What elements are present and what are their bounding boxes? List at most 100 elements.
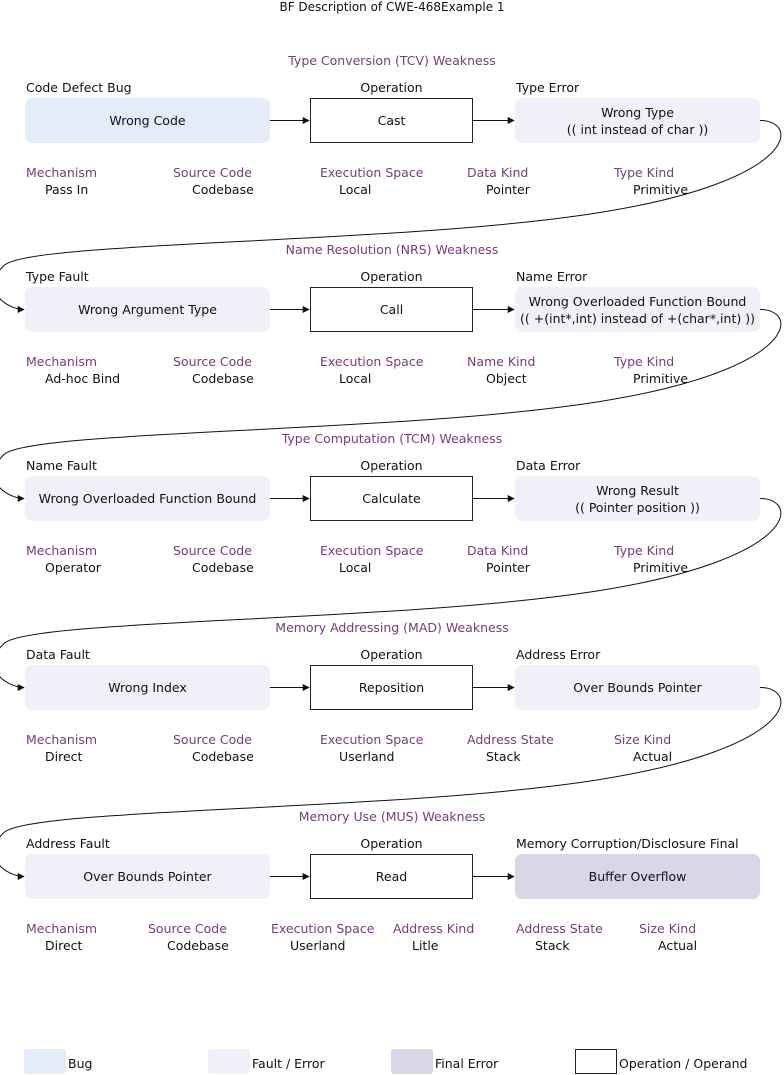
attribute-value: Pointer xyxy=(486,182,530,197)
cause-text: Wrong Code xyxy=(109,113,186,128)
result-detail: (( int instead of char )) xyxy=(566,121,709,137)
result-text: Buffer Overflow xyxy=(588,869,687,884)
attribute-label: Type Kind xyxy=(614,543,675,558)
attribute-label: Execution Space xyxy=(320,354,424,369)
attribute-value: Litle xyxy=(412,938,439,953)
attribute-value: Direct xyxy=(45,749,83,764)
attribute-value: Actual xyxy=(633,749,673,764)
cause-box: Wrong Code xyxy=(25,98,270,143)
attribute-label: Type Kind xyxy=(614,165,675,180)
operation-box: Read xyxy=(310,854,473,899)
cause-text: Wrong Overloaded Function Bound xyxy=(38,491,257,506)
attribute-value: Primitive xyxy=(633,371,689,386)
attribute-value: Ad-hoc Bind xyxy=(45,371,121,386)
operation-header: Operation xyxy=(360,836,423,851)
attribute-value: Primitive xyxy=(633,560,689,575)
attribute-label: Execution Space xyxy=(320,543,424,558)
cause-text: Over Bounds Pointer xyxy=(83,869,212,884)
operation-box: Reposition xyxy=(310,665,473,710)
cause-header: Type Fault xyxy=(26,269,89,284)
attribute-value: Codebase xyxy=(192,371,254,386)
operation-text: Read xyxy=(375,869,408,884)
result-box: Wrong Result(( Pointer position )) xyxy=(515,476,760,521)
attribute-value: Local xyxy=(339,560,372,575)
legend-swatch xyxy=(24,1049,66,1074)
result-header: Memory Corruption/Disclosure Final xyxy=(516,836,739,851)
cause-header: Data Fault xyxy=(26,647,90,662)
attribute-label: Size Kind xyxy=(614,732,672,747)
attribute-value: Codebase xyxy=(167,938,229,953)
cause-box: Wrong Overloaded Function Bound xyxy=(25,476,270,521)
attribute-label: Source Code xyxy=(173,732,252,747)
result-box: Wrong Overloaded Function Bound(( +(int*… xyxy=(515,287,760,332)
attribute-value: Codebase xyxy=(192,182,254,197)
weakness-title: Type Computation (TCM) Weakness xyxy=(281,431,503,446)
attribute-label: Address State xyxy=(467,732,554,747)
operation-text: Reposition xyxy=(358,680,425,695)
cause-header: Address Fault xyxy=(26,836,110,851)
weakness-title: Memory Addressing (MAD) Weakness xyxy=(275,620,509,635)
cause-box: Wrong Argument Type xyxy=(25,287,270,332)
attribute-label: Address Kind xyxy=(393,921,475,936)
attribute-label: Execution Space xyxy=(320,732,424,747)
legend-label: Operation / Operand xyxy=(619,1056,748,1071)
attribute-label: Source Code xyxy=(173,165,252,180)
result-detail: (( Pointer position )) xyxy=(575,499,700,515)
attribute-label: Source Code xyxy=(148,921,227,936)
attribute-value: Operator xyxy=(45,560,101,575)
result-header: Data Error xyxy=(516,458,581,473)
attribute-label: Address State xyxy=(516,921,603,936)
attribute-label: Execution Space xyxy=(271,921,375,936)
attribute-label: Mechanism xyxy=(26,354,98,369)
attribute-value: Pass In xyxy=(45,182,89,197)
cause-text: Wrong Index xyxy=(108,680,187,695)
cause-box: Over Bounds Pointer xyxy=(25,854,270,899)
operation-box: Cast xyxy=(310,98,473,143)
attribute-label: Mechanism xyxy=(26,921,98,936)
legend-swatch xyxy=(575,1049,617,1074)
legend-swatch xyxy=(391,1049,433,1074)
cause-text: Wrong Argument Type xyxy=(78,302,217,317)
attribute-label: Execution Space xyxy=(320,165,424,180)
result-detail: (( +(int*,int) instead of +(char*,int) )… xyxy=(520,310,755,326)
operation-text: Calculate xyxy=(362,491,421,506)
result-text: Wrong Overloaded Function Bound xyxy=(528,293,747,309)
result-box: Wrong Type(( int instead of char )) xyxy=(515,98,760,143)
operation-box: Call xyxy=(310,287,473,332)
attribute-label: Type Kind xyxy=(614,354,675,369)
operation-header: Operation xyxy=(360,458,423,473)
attribute-label: Source Code xyxy=(173,354,252,369)
attribute-value: Local xyxy=(339,182,372,197)
result-text: Wrong Result xyxy=(596,482,679,498)
weakness-title: Memory Use (MUS) Weakness xyxy=(298,809,486,824)
attribute-label: Mechanism xyxy=(26,543,98,558)
legend-label: Bug xyxy=(68,1056,93,1071)
attribute-label: Mechanism xyxy=(26,165,98,180)
result-text: Over Bounds Pointer xyxy=(573,680,702,695)
legend-label: Fault / Error xyxy=(252,1056,325,1071)
legend-label: Final Error xyxy=(435,1056,499,1071)
attribute-value: Stack xyxy=(535,938,570,953)
attribute-value: Userland xyxy=(290,938,346,953)
attribute-value: Direct xyxy=(45,938,83,953)
result-header: Address Error xyxy=(516,647,601,662)
attribute-value: Stack xyxy=(486,749,521,764)
attribute-value: Primitive xyxy=(633,182,689,197)
attribute-value: Actual xyxy=(658,938,698,953)
attribute-label: Size Kind xyxy=(639,921,697,936)
attribute-label: Data Kind xyxy=(467,543,529,558)
attribute-label: Data Kind xyxy=(467,165,529,180)
attribute-value: Userland xyxy=(339,749,395,764)
attribute-value: Codebase xyxy=(192,560,254,575)
cause-box: Wrong Index xyxy=(25,665,270,710)
attribute-label: Name Kind xyxy=(467,354,536,369)
result-box: Over Bounds Pointer xyxy=(515,665,760,710)
attribute-value: Local xyxy=(339,371,372,386)
weakness-title: Type Conversion (TCV) Weakness xyxy=(288,53,496,68)
operation-header: Operation xyxy=(360,80,423,95)
attribute-label: Source Code xyxy=(173,543,252,558)
attribute-value: Object xyxy=(486,371,527,386)
diagram-title: BF Description of CWE-468Example 1 xyxy=(279,0,505,14)
operation-text: Call xyxy=(379,302,404,317)
